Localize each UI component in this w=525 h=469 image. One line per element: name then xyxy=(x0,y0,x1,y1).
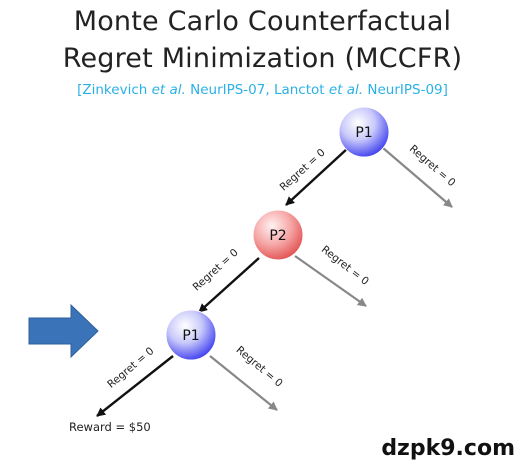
edge-p1-to-leaf-right xyxy=(209,355,278,411)
edge-label-regret: Regret = 0 xyxy=(191,247,241,294)
reward-label: Reward = $50 xyxy=(69,420,151,434)
citation: [Zinkevich et al. NeurIPS-07, Lanctot et… xyxy=(0,82,525,98)
edge-label-regret: Regret = 0 xyxy=(234,344,285,390)
node-mid-p2: P2 xyxy=(252,209,304,261)
edge-label-regret: Regret = 0 xyxy=(105,345,156,391)
slide-title-line-2: Regret Minimization (MCCFR) xyxy=(62,43,463,74)
node-label: P1 xyxy=(182,328,199,344)
slide-title-line-1: Monte Carlo Counterfactual xyxy=(73,6,452,37)
edge-p1-to-reward xyxy=(96,355,174,417)
citation-et-al: et al. xyxy=(328,82,364,98)
edge-root-to-leaf-right xyxy=(382,147,453,208)
edge-root-to-p2 xyxy=(285,147,349,206)
edge-label-regret: Regret = 0 xyxy=(407,143,458,189)
node-low-p1: P1 xyxy=(165,309,217,361)
citation-part: NeurIPS-09] xyxy=(363,82,448,98)
node-root-p1: P1 xyxy=(338,106,390,158)
node-label: P2 xyxy=(269,228,286,244)
edge-label-regret: Regret = 0 xyxy=(278,147,328,194)
citation-part: [Zinkevich xyxy=(77,82,152,98)
node-label: P1 xyxy=(355,125,372,141)
watermark: dzpk9.com xyxy=(381,436,515,461)
edge-label-regret: Regret = 0 xyxy=(319,243,371,287)
edge-p2-to-p1 xyxy=(198,257,260,313)
pointer-arrow-icon xyxy=(28,303,99,359)
citation-et-al: et al. xyxy=(151,82,186,98)
citation-part: NeurIPS-07, Lanctot xyxy=(185,82,329,98)
edge-p2-to-leaf-right xyxy=(294,255,367,307)
